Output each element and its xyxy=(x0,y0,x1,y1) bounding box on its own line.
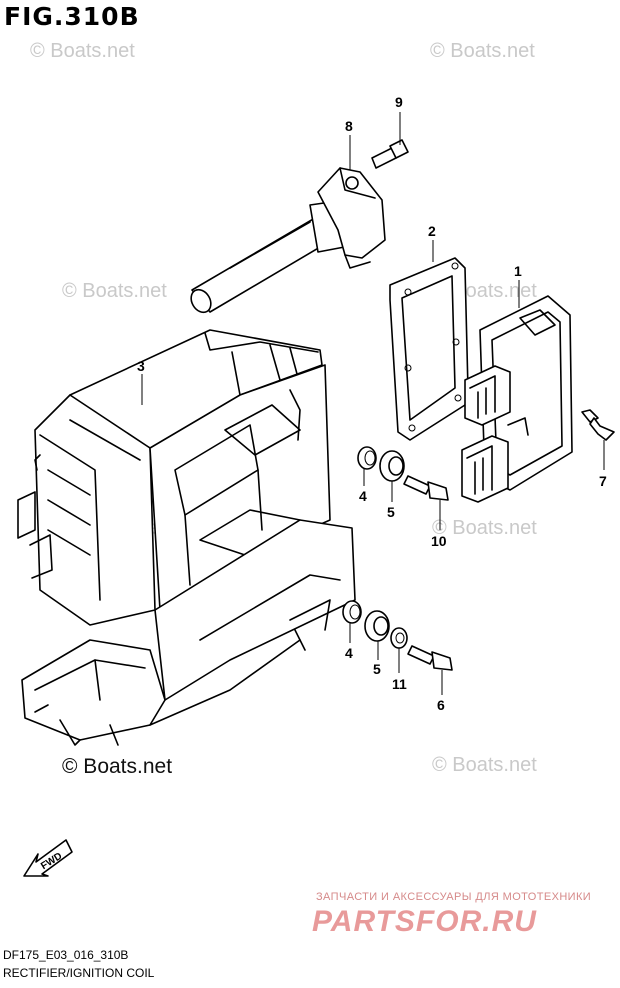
bracket-part-3 xyxy=(17,329,356,746)
shop-logo-subtitle: ЗАПЧАСТИ И АКСЕССУАРЫ ДЛЯ МОТОТЕХНИКИ xyxy=(316,891,592,903)
shop-logo: PARTSFOR.RU xyxy=(312,905,537,938)
figure-title: FIG.310B xyxy=(4,2,140,31)
figure-caption: RECTIFIER/IGNITION COIL xyxy=(3,966,155,980)
watermark: © Boats.net xyxy=(432,754,537,776)
leader-lines xyxy=(141,112,605,695)
callout-3: 3 xyxy=(137,358,145,374)
bolt-part-7 xyxy=(581,409,615,441)
callout-9: 9 xyxy=(395,94,403,110)
collar-part-4-lower xyxy=(342,600,362,624)
rectifier-part-1 xyxy=(461,295,573,503)
watermark: © Boats.net xyxy=(30,40,135,62)
callout-4-lower: 4 xyxy=(345,645,353,661)
watermark-main: © Boats.net xyxy=(62,755,173,778)
callout-1: 1 xyxy=(514,263,522,279)
callout-11: 11 xyxy=(392,676,407,692)
gasket-part-2 xyxy=(389,257,469,441)
callout-5-upper: 5 xyxy=(387,504,395,520)
bolt-part-10 xyxy=(403,475,449,501)
callout-5-lower: 5 xyxy=(373,661,381,677)
callout-6: 6 xyxy=(437,697,445,713)
watermark: © Boats.net xyxy=(62,280,167,302)
watermark: © Boats.net xyxy=(432,517,537,539)
callout-7: 7 xyxy=(599,473,607,489)
washer-part-11 xyxy=(390,627,408,649)
grommet-part-5-upper xyxy=(379,450,405,482)
fwd-arrow-icon xyxy=(23,839,73,877)
callout-10: 10 xyxy=(431,533,447,549)
ignition-coil-part-8 xyxy=(190,167,386,314)
bolt-part-6 xyxy=(407,645,453,671)
callout-8: 8 xyxy=(345,118,353,134)
figure-code: DF175_E03_016_310B xyxy=(3,948,129,962)
bolt-part-9 xyxy=(371,139,409,169)
callout-2: 2 xyxy=(428,223,436,239)
watermark: © Boats.net xyxy=(430,40,535,62)
grommet-part-5-lower xyxy=(364,610,390,642)
callout-4-upper: 4 xyxy=(359,488,367,504)
collar-part-4-upper xyxy=(357,446,377,470)
